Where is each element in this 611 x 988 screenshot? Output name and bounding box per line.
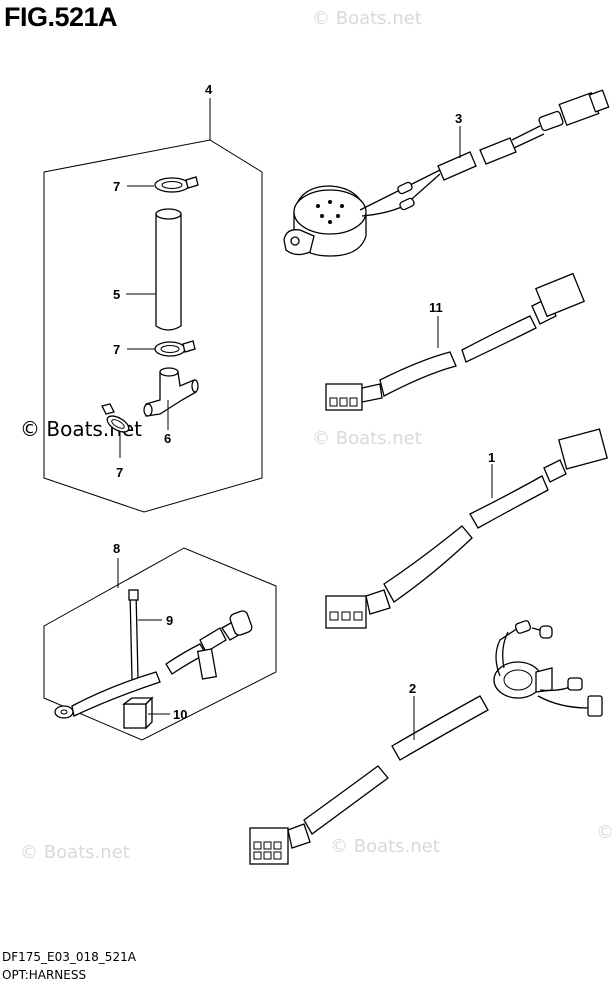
callout-9: 9 <box>166 613 173 628</box>
connector-box <box>249 827 289 865</box>
callout-8: 8 <box>113 541 120 556</box>
hose-kit-group: 4 7 5 7 6 <box>43 82 263 513</box>
hose-clamp-part[interactable] <box>154 176 199 193</box>
hose-clamp-part[interactable] <box>101 403 131 435</box>
watermark: © Boats.net <box>20 842 130 863</box>
callout-4: 4 <box>205 82 213 97</box>
callout-2: 2 <box>409 681 416 696</box>
watermark: © Boats.net <box>330 836 440 857</box>
figure-title: FIG.521A <box>4 2 118 32</box>
buzzer-harness-part[interactable] <box>283 89 610 257</box>
drawing-name: OPT:HARNESS <box>2 968 87 982</box>
harness-1-part[interactable] <box>325 428 608 629</box>
cable-tie-part[interactable] <box>128 589 139 681</box>
callout-7c: 7 <box>116 465 123 480</box>
callout-1: 1 <box>488 450 495 465</box>
callout-10: 10 <box>173 707 187 722</box>
callout-7b: 7 <box>113 342 120 357</box>
harness-2-part[interactable] <box>249 620 603 865</box>
watermark: © <box>596 822 611 843</box>
watermark: © Boats.net <box>312 428 422 449</box>
ground-kit-group: 8 9 10 <box>43 541 277 741</box>
callout-6: 6 <box>164 431 171 446</box>
hose-clamp-part[interactable] <box>154 340 196 357</box>
fuse-holder-part[interactable] <box>122 696 154 730</box>
harness-11-part[interactable] <box>325 272 586 411</box>
callout-3: 3 <box>455 111 462 126</box>
watermark: © Boats.net <box>312 8 422 29</box>
callout-7a: 7 <box>113 179 120 194</box>
kit-outline-8 <box>43 547 277 741</box>
callout-11: 11 <box>429 300 443 315</box>
ground-lead-part[interactable] <box>54 610 253 719</box>
drawing-code: DF175_E03_018_521A <box>2 950 136 964</box>
kit-outline-4 <box>43 139 263 513</box>
t-fitting-part[interactable] <box>143 367 199 417</box>
callout-5: 5 <box>113 287 120 302</box>
hose-part[interactable] <box>155 208 182 331</box>
